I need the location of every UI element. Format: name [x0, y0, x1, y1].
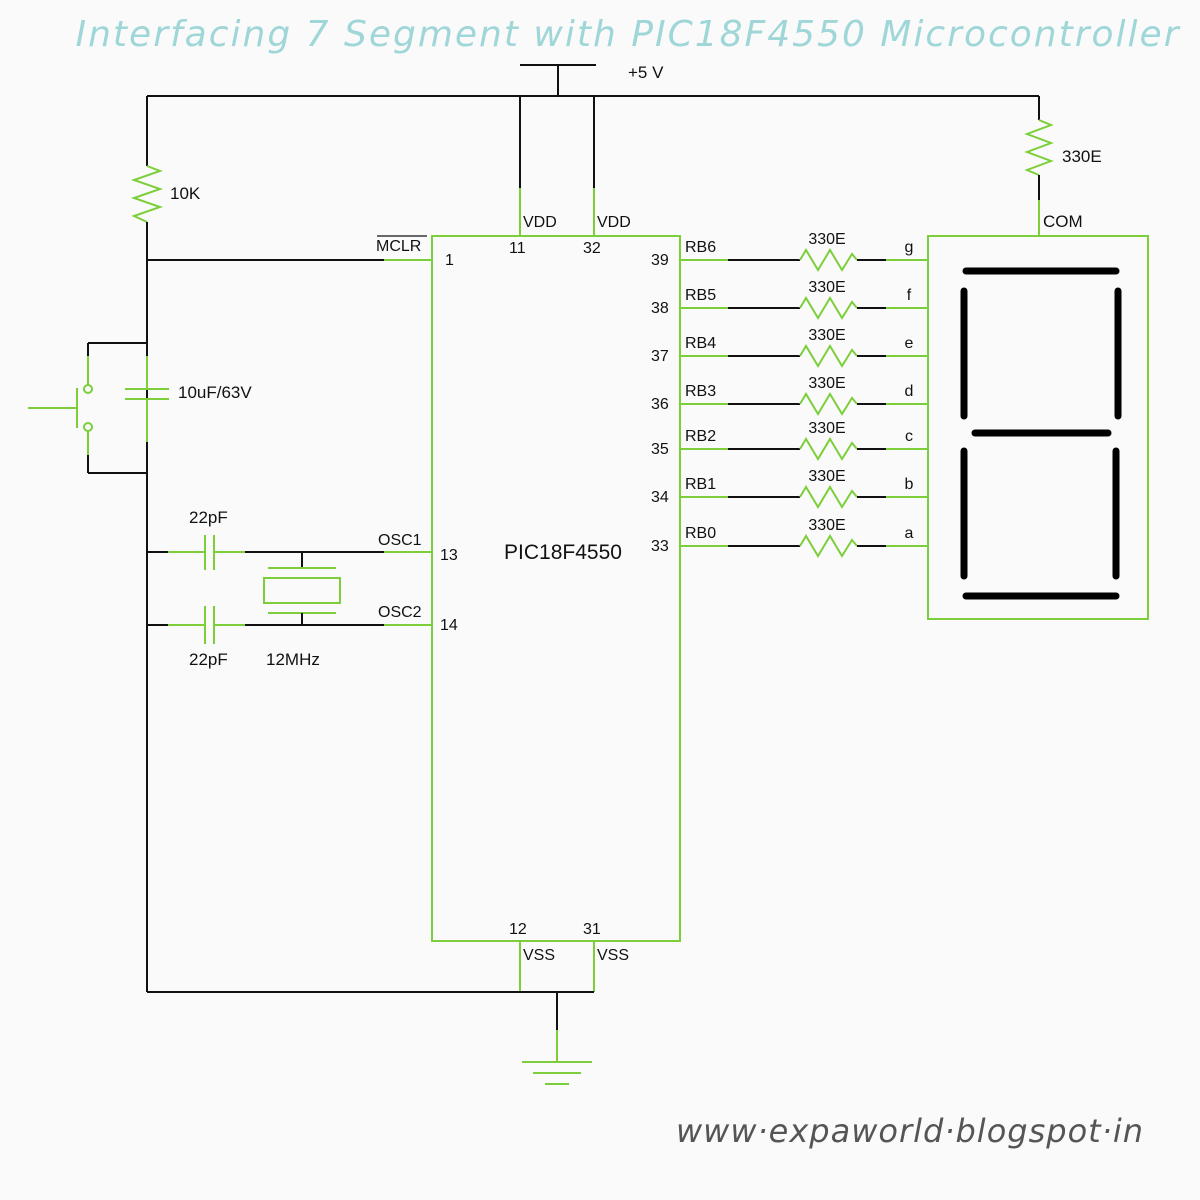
crystal-capacitor-2: 22pF: [147, 606, 245, 669]
crystal-label: 12MHz: [266, 650, 320, 669]
port-pin-number: 35: [651, 441, 669, 458]
pin-31-number: 31: [583, 921, 601, 938]
supply-voltage-label: +5 V: [628, 63, 664, 82]
osc2-label: OSC2: [378, 604, 422, 621]
reset-capacitor: 10uF/63V: [125, 356, 252, 442]
port-pin-name: RB5: [685, 287, 716, 304]
osc1-label: OSC1: [378, 532, 422, 549]
port-row-rb4: RB4 37 330E e: [651, 327, 928, 368]
port-row-rb5: RB5 38 330E f: [651, 279, 928, 320]
vss-pin-31-label: VSS: [597, 947, 629, 964]
ground-symbol: [522, 992, 592, 1085]
port-pin-name: RB3: [685, 383, 716, 400]
vdd-pin-11-label: VDD: [523, 214, 557, 231]
port-row-rb0: RB0 33 330E a: [651, 517, 928, 558]
reset-push-button: [28, 342, 147, 474]
port-pin-name: RB2: [685, 428, 716, 445]
pin-1-number: 1: [445, 252, 454, 269]
segment-letter: c: [905, 428, 913, 445]
chip-name: PIC18F4550: [504, 541, 622, 564]
seven-segment-display: [927, 235, 1149, 620]
segment-letter: d: [905, 383, 914, 400]
port-pin-number: 34: [651, 489, 669, 506]
segment-resistor-label: 330E: [808, 375, 845, 392]
segment-resistor-label: 330E: [808, 420, 845, 437]
port-pin-name: RB6: [685, 239, 716, 256]
reset-resistor: 10K: [130, 96, 201, 260]
vdd-pin-32: VDD 32: [583, 96, 631, 257]
segment-resistor-label: 330E: [808, 231, 845, 248]
reset-capacitor-label: 10uF/63V: [178, 383, 252, 402]
page-title: Interfacing 7 Segment with PIC18F4550 Mi…: [76, 14, 1181, 55]
vss-pin-12: VSS 12: [509, 921, 555, 992]
microcontroller-chip: [431, 235, 681, 942]
port-pin-name: RB0: [685, 525, 716, 542]
common-resistor-label: 330E: [1062, 147, 1102, 166]
segment-resistor-label: 330E: [808, 327, 845, 344]
power-supply: +5 V: [520, 63, 664, 96]
crystal-capacitor-1: 22pF: [147, 508, 245, 570]
common-resistor: 330E COM: [1024, 96, 1102, 236]
crystal-cap-2-label: 22pF: [189, 650, 228, 669]
port-pin-name: RB1: [685, 476, 716, 493]
crystal-cap-1-label: 22pF: [189, 508, 228, 527]
vss-pin-12-label: VSS: [523, 947, 555, 964]
port-row-rb6: RB6 39 330E g: [651, 231, 928, 272]
segment-letter: a: [905, 525, 914, 542]
pin-11-number: 11: [509, 240, 526, 257]
port-pin-number: 36: [651, 396, 669, 413]
com-label: COM: [1043, 212, 1083, 231]
port-row-rb1: RB1 34 330E b: [651, 468, 928, 509]
segment-resistor-label: 330E: [808, 279, 845, 296]
segment-letter: f: [907, 287, 912, 304]
port-row-rb2: RB2 35 330E c: [651, 420, 928, 461]
segment-letter: g: [905, 239, 914, 256]
port-row-rb3: RB3 36 330E d: [651, 375, 928, 416]
port-pin-number: 33: [651, 538, 669, 555]
website-footer: www·expaworld·blogspot·in: [676, 1112, 1144, 1150]
pin-32-number: 32: [583, 240, 601, 257]
mclr-label: MCLR: [376, 238, 421, 255]
segment-letter: b: [905, 476, 914, 493]
segment-letter: e: [905, 335, 914, 352]
pin-12-number: 12: [509, 921, 527, 938]
pin-14-number: 14: [440, 617, 458, 634]
port-pin-name: RB4: [685, 335, 716, 352]
vdd-pin-11: VDD 11: [509, 96, 557, 257]
vss-pin-31: VSS 31: [583, 921, 629, 992]
vdd-pin-32-label: VDD: [597, 214, 631, 231]
reset-resistor-label: 10K: [170, 184, 201, 203]
port-pin-number: 39: [651, 252, 669, 269]
segment-resistor-label: 330E: [808, 517, 845, 534]
port-pin-number: 37: [651, 348, 669, 365]
pin-13-number: 13: [440, 547, 458, 564]
port-pin-number: 38: [651, 300, 669, 317]
crystal-oscillator: 12MHz: [263, 552, 341, 669]
segment-resistor-label: 330E: [808, 468, 845, 485]
